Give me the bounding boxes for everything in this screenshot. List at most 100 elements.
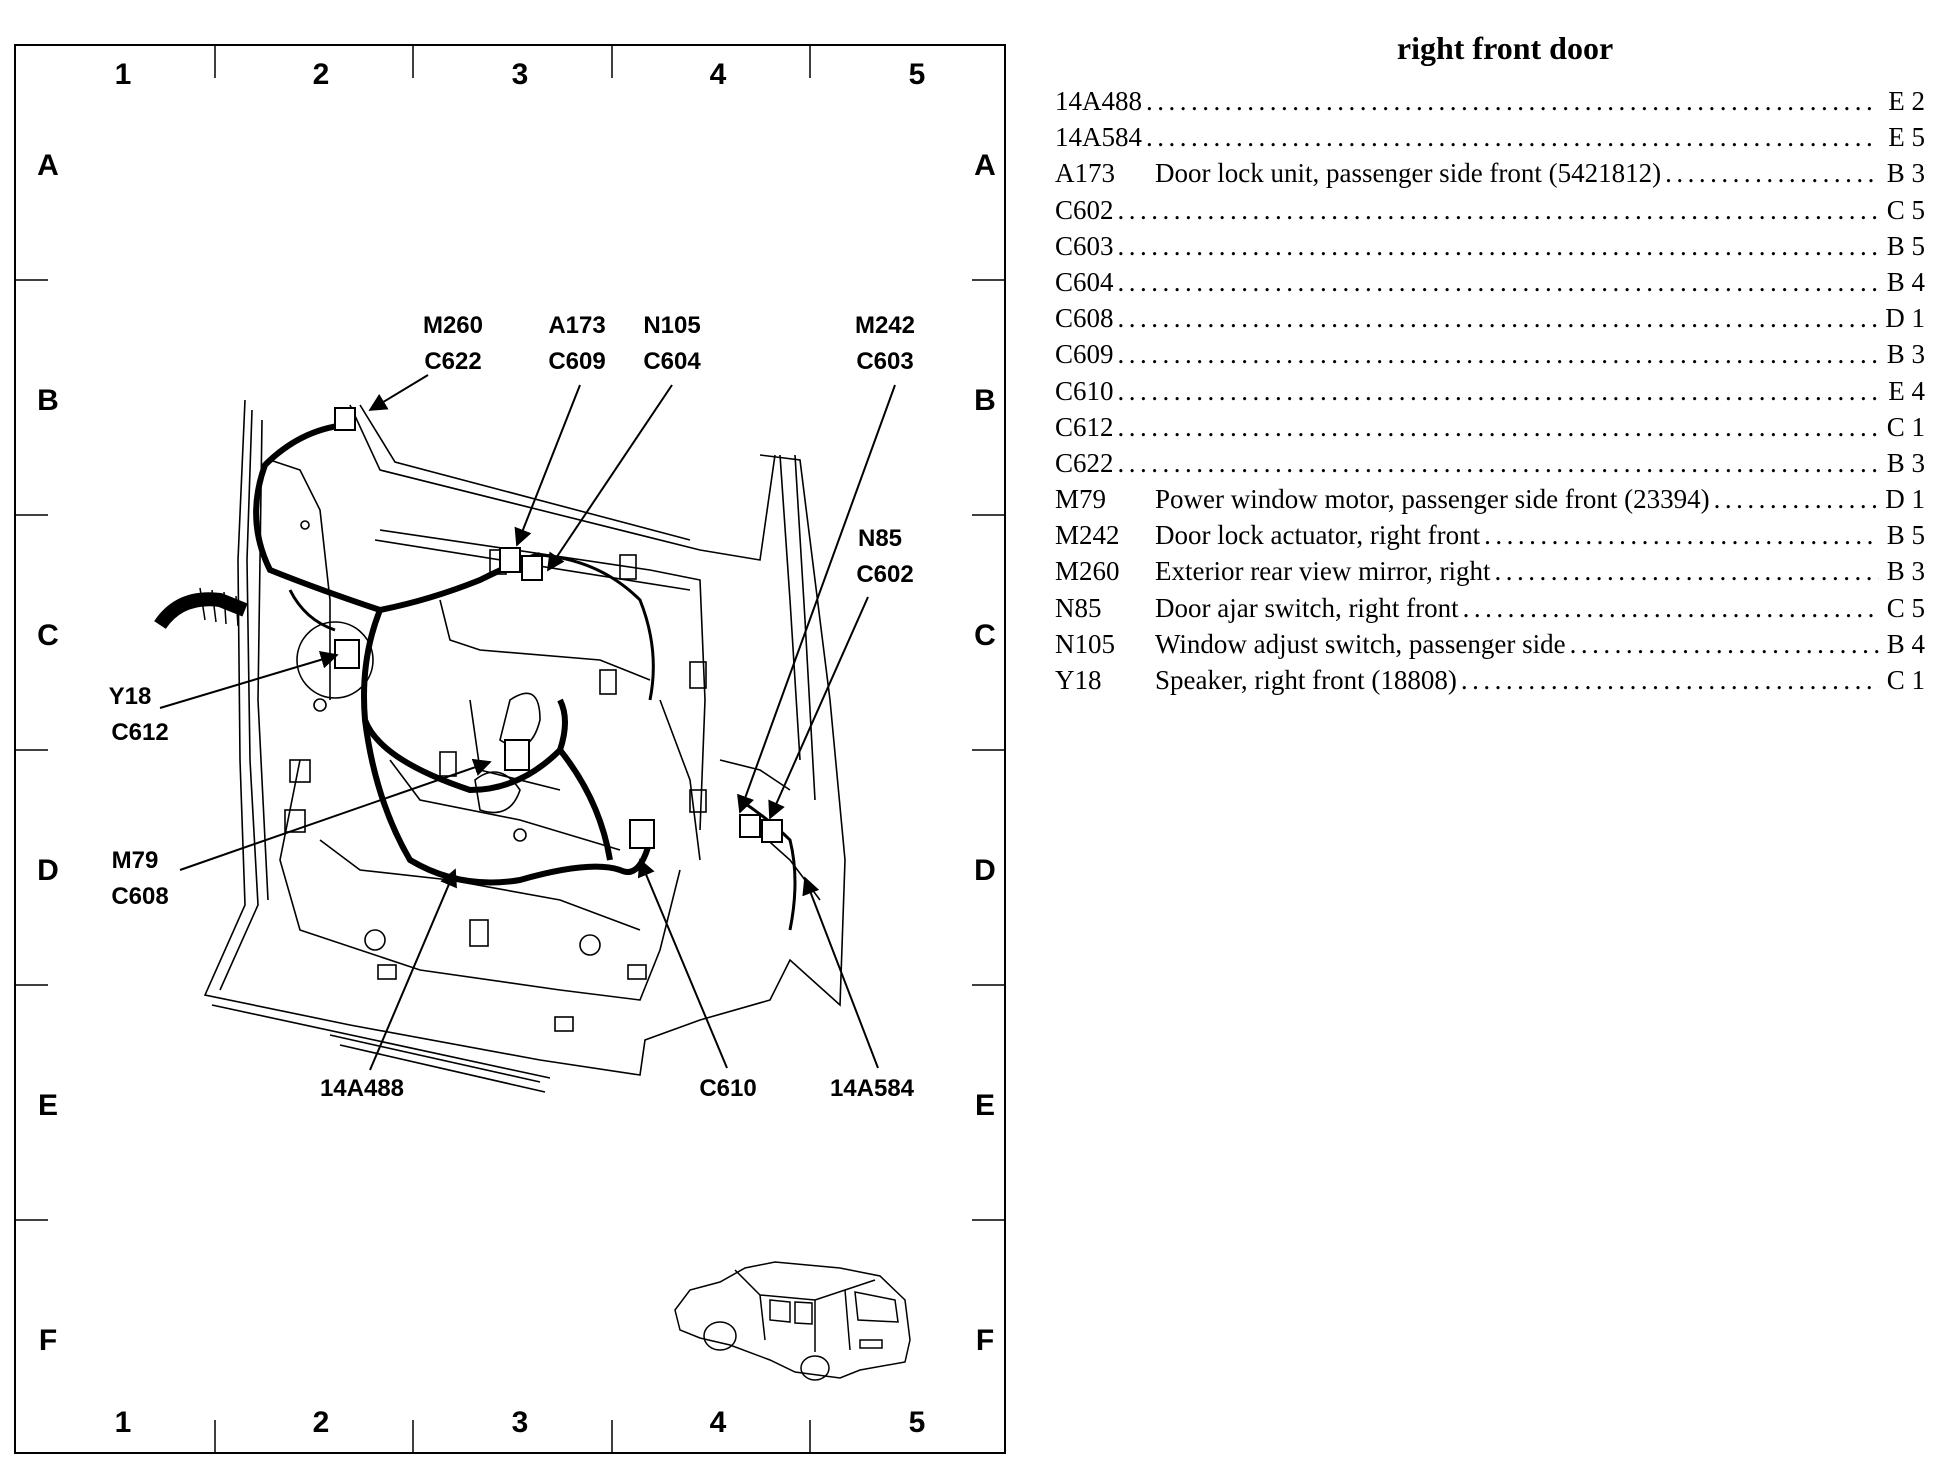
legend-code: 14A488 [1055, 86, 1142, 116]
legend-location: E 4 [1888, 375, 1925, 406]
legend-row: C602 ...................................… [1055, 192, 1925, 228]
legend-code: M242 [1055, 520, 1120, 551]
legend-location: C 5 [1886, 592, 1925, 623]
callout-m242: M242 [855, 312, 915, 339]
callout-leaders [159, 374, 896, 1071]
column-ticks [214, 45, 811, 1453]
callout-c622: C622 [424, 348, 481, 375]
legend-location: B 3 [1886, 339, 1925, 370]
col-label-top-2: 2 [313, 58, 330, 91]
legend-leader: ........................................… [1117, 411, 1879, 442]
col-label-top-4: 4 [710, 58, 727, 91]
legend-leader: ........................................… [1117, 266, 1879, 297]
legend-leader: ........................................… [1484, 520, 1879, 551]
legend-location: D 1 [1885, 484, 1925, 515]
row-label-left-b: B [37, 384, 59, 417]
legend-leader: ........................................… [1462, 592, 1879, 623]
row-label-left-d: D [37, 854, 59, 887]
legend-row: M79 Power window motor, passenger side f… [1055, 481, 1925, 517]
col-label-bottom-1: 1 [115, 1406, 132, 1439]
callout-c602: C602 [856, 561, 913, 588]
legend-code: N85 [1055, 592, 1102, 623]
legend-row: C604 ...................................… [1055, 264, 1925, 300]
legend-location: B 3 [1886, 556, 1925, 587]
row-label-left-a: A [37, 149, 59, 182]
callout-y18: Y18 [109, 683, 152, 710]
callout-n105: N105 [643, 312, 700, 339]
legend-location: B 5 [1886, 520, 1925, 551]
legend-leader: ........................................… [1146, 86, 1879, 116]
callout-c609: C609 [548, 348, 605, 375]
legend-code: N105 [1055, 628, 1115, 659]
legend-row: N105 Window adjust switch, passenger sid… [1055, 626, 1925, 662]
legend-location: C 1 [1886, 665, 1925, 695]
legend-leader: ........................................… [1460, 665, 1879, 695]
row-label-right-f: F [976, 1324, 994, 1357]
callout-n85: N85 [858, 525, 902, 552]
wiring-location-diagram: 1 2 3 4 5 1 2 3 4 5 A B C D E F A B C D … [14, 44, 1006, 1454]
legend-desc: Door lock actuator, right front [1155, 520, 1481, 551]
diagram-frame [14, 44, 1006, 1454]
legend-location: E 5 [1888, 122, 1925, 153]
legend-leader: ........................................… [1665, 158, 1879, 189]
legend-desc: Door ajar switch, right front [1155, 592, 1459, 623]
legend-location: B 3 [1886, 447, 1925, 478]
legend-code: C608 [1055, 303, 1114, 334]
legend-row: C610 ...................................… [1055, 373, 1925, 409]
wiring-harness [154, 407, 797, 931]
legend-row: C609 ...................................… [1055, 336, 1925, 372]
legend-row: M260 Exterior rear view mirror, right ..… [1055, 553, 1925, 589]
callout-14a584: 14A584 [830, 1075, 915, 1102]
legend-code: C609 [1055, 339, 1114, 370]
callout-c604: C604 [643, 348, 701, 375]
legend-code: M79 [1055, 484, 1107, 515]
legend-desc: Door lock unit, passenger side front (54… [1155, 158, 1662, 189]
row-ticks [15, 279, 1005, 1221]
legend-code: C602 [1055, 194, 1114, 225]
legend-location: B 3 [1886, 158, 1925, 189]
legend-location: C 5 [1886, 194, 1925, 225]
legend-leader: ........................................… [1569, 628, 1879, 659]
callout-c610: C610 [699, 1075, 756, 1102]
legend-code: 14A584 [1055, 122, 1142, 153]
legend-leader: ........................................… [1117, 339, 1879, 370]
legend-desc: Power window motor, passenger side front… [1155, 484, 1710, 515]
legend-desc: Speaker, right front (18808) [1155, 665, 1457, 695]
row-label-right-b: B [974, 384, 996, 417]
legend-row: C622 ...................................… [1055, 445, 1925, 481]
col-label-bottom-3: 3 [512, 1406, 529, 1439]
row-label-left-e: E [38, 1089, 58, 1122]
col-label-top-3: 3 [512, 58, 529, 91]
legend-row: C612 ...................................… [1055, 409, 1925, 445]
callout-c612: C612 [111, 719, 168, 746]
callout-c608: C608 [111, 883, 168, 910]
callout-14a488: 14A488 [320, 1075, 404, 1102]
legend-code: C604 [1055, 266, 1114, 297]
legend-leader: ........................................… [1494, 556, 1879, 587]
callout-a173: A173 [548, 312, 605, 339]
row-label-left-f: F [39, 1324, 57, 1357]
component-legend: right front door 14A488 ................… [1055, 30, 1925, 698]
legend-code: C622 [1055, 447, 1114, 478]
legend-row: 14A584 .................................… [1055, 119, 1925, 155]
legend-leader: ........................................… [1117, 194, 1879, 225]
legend-location: D 1 [1885, 303, 1925, 334]
legend-row: M242 Door lock actuator, right front ...… [1055, 517, 1925, 553]
row-label-right-d: D [974, 854, 996, 887]
legend-leader: ........................................… [1117, 447, 1879, 478]
legend-row: C603 ...................................… [1055, 228, 1925, 264]
col-label-bottom-4: 4 [710, 1406, 727, 1439]
callout-c603: C603 [856, 348, 913, 375]
legend-row: Y18 Speaker, right front (18808) .......… [1055, 662, 1925, 698]
legend-code: Y18 [1055, 665, 1102, 695]
row-label-right-e: E [975, 1089, 995, 1122]
row-label-left-c: C [37, 619, 59, 652]
legend-location: B 5 [1886, 230, 1925, 261]
legend-list: 14A488 .................................… [1055, 83, 1925, 698]
legend-row: N85 Door ajar switch, right front ......… [1055, 590, 1925, 626]
row-label-right-a: A [974, 149, 996, 182]
legend-code: C603 [1055, 230, 1114, 261]
callout-m79: M79 [112, 847, 159, 874]
legend-leader: ........................................… [1117, 230, 1879, 261]
legend-leader: ........................................… [1146, 122, 1879, 153]
